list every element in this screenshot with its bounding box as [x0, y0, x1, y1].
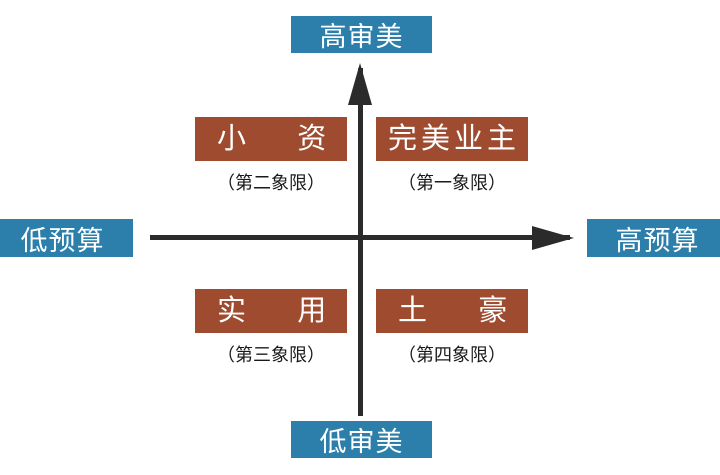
- quadrant-ordinal-label: （第一象限）: [398, 173, 506, 193]
- axis-label-high-budget: 高预算: [587, 219, 720, 257]
- horizontal-axis-line: [150, 235, 570, 240]
- horizontal-axis-arrow-icon: [532, 226, 574, 250]
- quadrant-bottom-left: 实 用 （第三象限）: [190, 289, 370, 367]
- quadrant-name-box: 土 豪: [376, 289, 528, 333]
- quadrant-bottom-right: 土 豪 （第四象限）: [373, 289, 553, 367]
- quadrant-ordinal-label: （第三象限）: [217, 345, 325, 365]
- axis-label-low-aesthetic: 低审美: [291, 421, 432, 458]
- quadrant-name-box: 小 资: [195, 117, 347, 161]
- vertical-axis-line: [358, 68, 363, 416]
- quadrant-top-left: 小 资 （第二象限）: [190, 117, 370, 195]
- quadrant-top-right: 完美业主 （第一象限）: [373, 117, 553, 195]
- axis-label-low-budget: 低预算: [0, 219, 133, 257]
- quadrant-ordinal-label: （第二象限）: [217, 173, 325, 193]
- axis-label-high-aesthetic: 高审美: [291, 16, 432, 53]
- vertical-axis-arrow-icon: [348, 63, 372, 105]
- quadrant-name-box: 实 用: [195, 289, 347, 333]
- quadrant-name-box: 完美业主: [376, 117, 528, 161]
- quadrant-ordinal-label: （第四象限）: [398, 345, 506, 365]
